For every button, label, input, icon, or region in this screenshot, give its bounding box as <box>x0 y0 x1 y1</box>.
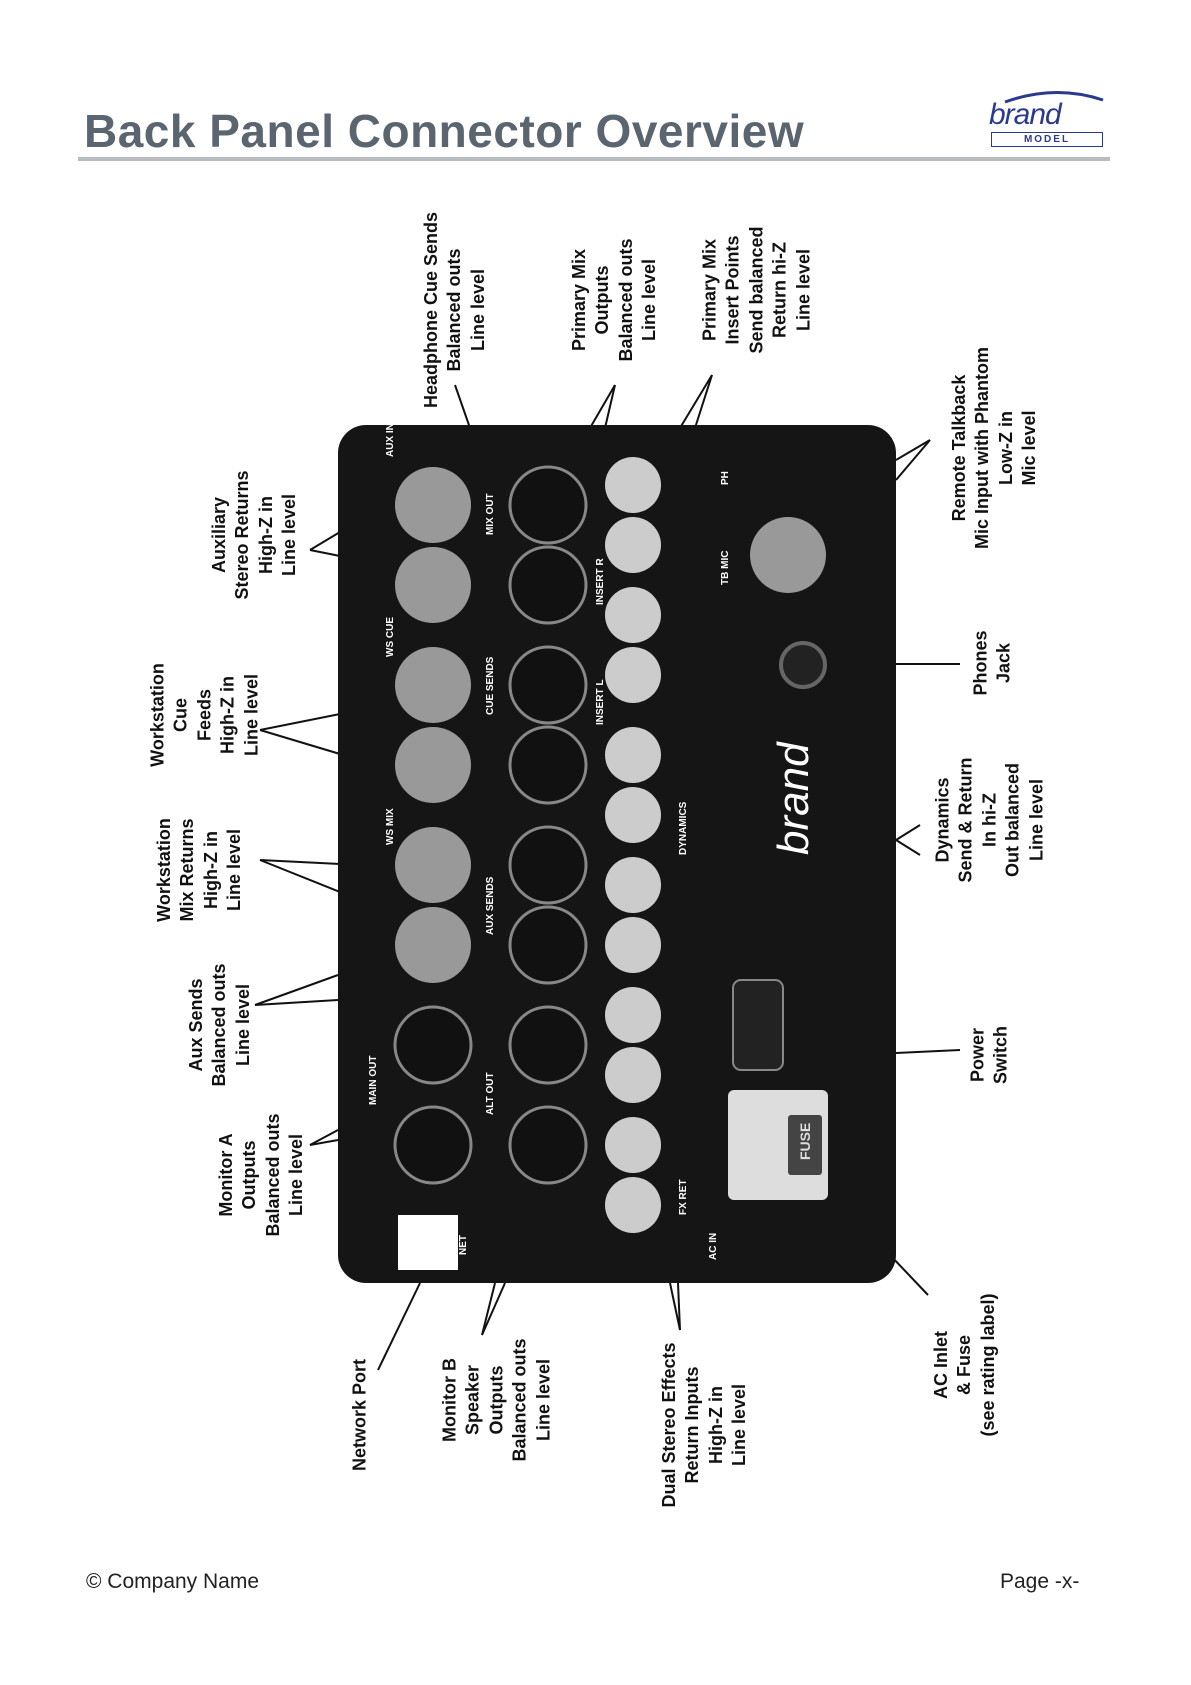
jack-insert-l-snd[interactable] <box>605 647 661 703</box>
callout-daw-mix-inputs: Workstation Mix Returns High-Z in Line l… <box>154 818 245 922</box>
jack-comp-in-r[interactable] <box>605 857 661 913</box>
logo-tag: MODEL <box>991 132 1103 147</box>
callout-mains-iec-inlet: AC Inlet & Fuse (see rating label) <box>930 1293 998 1437</box>
jack-fx2-l[interactable] <box>605 1047 661 1103</box>
label-cue-op: CUE SENDS <box>485 656 496 715</box>
label-network: NET <box>458 1235 469 1255</box>
label-mix-insert-r: INSERT R <box>595 558 606 605</box>
xlr-aux-op-1[interactable] <box>508 905 588 985</box>
callout-aux-outputs: Aux Sends Balanced outs Line level <box>185 963 253 1087</box>
label-phantom: PH <box>720 471 731 485</box>
label-mix-insert-l: INSERT L <box>595 679 606 725</box>
callout-headphone-output: Phones Jack <box>970 630 1014 696</box>
xlr-main-spkr-l[interactable] <box>393 1105 473 1185</box>
xlr-ext-if-l[interactable] <box>395 547 471 623</box>
callout-compressor: Dynamics Send & Return In hi-Z Out balan… <box>932 757 1047 883</box>
callout-mains-power-switch: Power Switch <box>967 1025 1011 1085</box>
label-daw-fb: WS CUE <box>385 617 396 657</box>
label-talkback-mic: TB MIC <box>720 551 731 585</box>
jack-insert-l-ret[interactable] <box>605 587 661 643</box>
xlr-mix-op-r[interactable] <box>508 465 588 545</box>
label-power: AC IN <box>708 1233 719 1260</box>
jack-fx2-r[interactable] <box>605 987 661 1043</box>
jack-comp-out-r[interactable] <box>605 727 661 783</box>
fuse-holder[interactable] <box>788 1115 822 1175</box>
xlr-jack-row-top <box>393 467 473 1185</box>
xlr-daw-mix-l[interactable] <box>395 907 471 983</box>
callout-main-mix-inserts: Primary Mix Insert Points Send balanced … <box>699 226 814 354</box>
label-ext-if: AUX IN <box>385 425 396 457</box>
callout-cue-outputs: Headphone Cue Sends Balanced outs Line l… <box>420 211 488 409</box>
xlr-main-spkr-r[interactable] <box>393 1005 473 1085</box>
callout-rj45-port: Network Port <box>349 1358 370 1472</box>
label-mix-op: MIX OUT <box>485 493 496 535</box>
logo-swoosh <box>1004 90 1104 104</box>
xlr-daw-mix-r[interactable] <box>395 827 471 903</box>
callout-main-speaker-outputs: Monitor A Outputs Balanced outs Line lev… <box>216 1113 307 1237</box>
label-fx-returns: FX RET <box>678 1179 689 1215</box>
xlr-mix-op-l[interactable] <box>508 545 588 625</box>
label-fuse: FUSE <box>797 1123 813 1160</box>
callout-stereo-fx-returns: Dual Stereo Effects Return Inputs High-Z… <box>659 1342 750 1508</box>
jack-row <box>605 457 661 1233</box>
footer-page-number: Page -x- <box>1000 1570 1080 1593</box>
page-title: Back Panel Connector Overview <box>84 105 805 157</box>
xlr-alt-spkr-r[interactable] <box>508 1005 588 1085</box>
rj45-port[interactable] <box>398 1215 458 1270</box>
callout-external-stereo-inputs: Auxiliary Stereo Returns High-Z in Line … <box>209 470 300 600</box>
xlr-daw-fb-r[interactable] <box>395 647 471 723</box>
xlr-talkback-mic[interactable] <box>750 517 826 593</box>
panel-brand: brand <box>769 741 818 855</box>
jack-comp-in-l[interactable] <box>605 917 661 973</box>
callout-alternative-speaker-outputs: Monitor B Speaker Outputs Balanced outs … <box>439 1338 554 1462</box>
xlr-jack-row-second <box>508 465 588 1185</box>
label-daw-mix: WS MIX <box>385 808 396 845</box>
title-rule <box>78 157 1110 161</box>
jack-insert-r-ret[interactable] <box>605 457 661 513</box>
rear-panel-drawing: AUX IN WS CUE WS MIX MAIN OUT MIX OUT CU… <box>368 425 828 1270</box>
xlr-cue-op-l[interactable] <box>508 725 588 805</box>
rear-panel: AUX IN WS CUE WS MIX MAIN OUT MIX OUT CU… <box>338 425 896 1283</box>
jack-comp-out-l[interactable] <box>605 787 661 843</box>
logo-wordmark: brand <box>989 98 1062 131</box>
xlr-cue-op-r[interactable] <box>508 645 588 725</box>
xlr-alt-spkr-l[interactable] <box>508 1105 588 1185</box>
jack-fx1-r[interactable] <box>605 1117 661 1173</box>
callout-main-mix-outputs: Primary Mix Outputs Balanced outs Line l… <box>569 238 660 362</box>
label-alt-spkr: ALT OUT <box>485 1072 496 1115</box>
power-switch[interactable] <box>732 979 784 1071</box>
headphone-jack[interactable] <box>779 641 827 689</box>
label-main-spkr: MAIN OUT <box>368 1056 379 1105</box>
brand-logo: brand MODEL <box>985 88 1110 150</box>
xlr-ext-if-r[interactable] <box>395 467 471 543</box>
callout-external-talkback: Remote Talkback Mic Input with Phantom L… <box>949 347 1040 549</box>
label-aux-op: AUX SENDS <box>485 876 496 935</box>
label-compressor: DYNAMICS <box>678 801 689 855</box>
jack-fx1-l[interactable] <box>605 1177 661 1233</box>
jack-insert-r-snd[interactable] <box>605 517 661 573</box>
xlr-daw-fb-l[interactable] <box>395 727 471 803</box>
footer-copyright: © Company Name <box>86 1570 260 1593</box>
callout-daw-foldback-inputs: Workstation Cue Feeds High-Z in Line lev… <box>147 663 262 767</box>
xlr-aux-op-2[interactable] <box>508 825 588 905</box>
